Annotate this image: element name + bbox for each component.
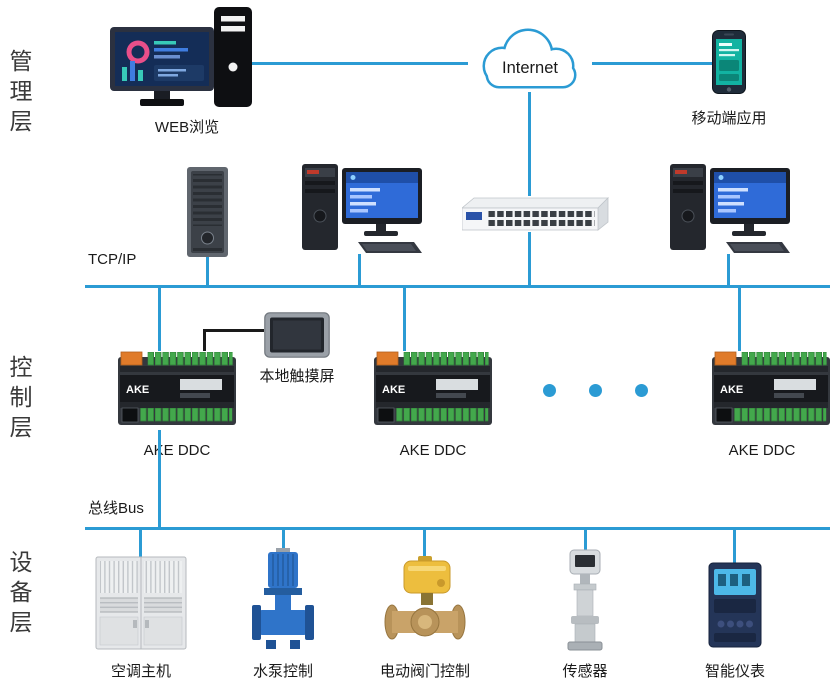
layer-label-management: 管理层 xyxy=(9,48,33,134)
layer-label-control: 控制层 xyxy=(9,354,33,440)
line-bus-backbone xyxy=(85,527,830,530)
line-backbone-to-ddc1 xyxy=(158,287,161,351)
layer-label-device: 设备层 xyxy=(9,549,33,635)
sensor-illustration xyxy=(558,548,612,652)
ddc-3-illustration: AKE xyxy=(712,350,830,432)
line-bus-to-ac xyxy=(139,529,142,557)
ellipsis-dot-2 xyxy=(589,384,602,397)
bus-label: 总线Bus xyxy=(88,500,144,517)
touchscreen-label: 本地触摸屏 xyxy=(259,368,335,385)
ddc-2-illustration: AKE xyxy=(374,350,492,432)
web-label: WEB浏览 xyxy=(154,119,220,136)
ddc-1-illustration: AKE xyxy=(118,350,236,432)
meter-illustration xyxy=(708,562,762,648)
ddc-brand-text: AKE xyxy=(720,384,743,396)
ellipsis-dot-1 xyxy=(543,384,556,397)
line-switch-to-backbone xyxy=(528,232,531,286)
workstation-1-illustration xyxy=(300,160,425,255)
mobile-label: 移动端应用 xyxy=(691,110,767,127)
pump-label: 水泵控制 xyxy=(252,663,314,680)
ddc-3-label: AKE DDC xyxy=(728,442,796,459)
line-backbone-to-ddc3 xyxy=(738,287,741,351)
ddc-brand-text: AKE xyxy=(126,384,149,396)
ellipsis-dot-3 xyxy=(635,384,648,397)
line-web-to-internet xyxy=(252,62,468,65)
line-bus-to-sensor xyxy=(584,529,587,551)
line-workstation1-drop xyxy=(358,254,361,286)
web-workstation-illustration xyxy=(110,5,255,110)
pump-illustration xyxy=(252,548,314,652)
line-server-drop xyxy=(206,257,209,286)
sensor-label: 传感器 xyxy=(562,663,608,680)
line-tcpip-backbone xyxy=(85,285,830,288)
line-workstation2-drop xyxy=(727,254,730,286)
line-backbone-to-ddc2 xyxy=(403,287,406,351)
network-switch-illustration xyxy=(460,196,610,232)
line-internet-to-switch xyxy=(528,92,531,196)
line-bus-to-meter xyxy=(733,529,736,565)
touchscreen-illustration xyxy=(264,312,330,358)
line-bus-to-valve xyxy=(423,529,426,557)
meter-label: 智能仪表 xyxy=(704,663,766,680)
ddc-brand-text: AKE xyxy=(382,384,405,396)
workstation-2-illustration xyxy=(668,160,793,255)
mobile-phone-illustration xyxy=(712,30,746,94)
valve-illustration xyxy=(384,556,466,648)
line-touchscreen-horizontal xyxy=(203,329,264,332)
ac-label: 空调主机 xyxy=(110,663,172,680)
internet-cloud: Internet xyxy=(468,20,592,94)
line-bus-to-pump xyxy=(282,529,285,552)
server-illustration xyxy=(185,166,230,258)
line-ddc1-to-bus xyxy=(158,430,161,528)
valve-label: 电动阀门控制 xyxy=(379,663,471,680)
internet-text: Internet xyxy=(502,59,558,77)
ddc-1-label: AKE DDC xyxy=(143,442,211,459)
line-touchscreen-vertical xyxy=(203,329,206,351)
ac-unit-illustration xyxy=(95,556,187,650)
tcpip-label: TCP/IP xyxy=(88,251,137,268)
ddc-2-label: AKE DDC xyxy=(399,442,467,459)
line-internet-to-mobile xyxy=(592,62,712,65)
